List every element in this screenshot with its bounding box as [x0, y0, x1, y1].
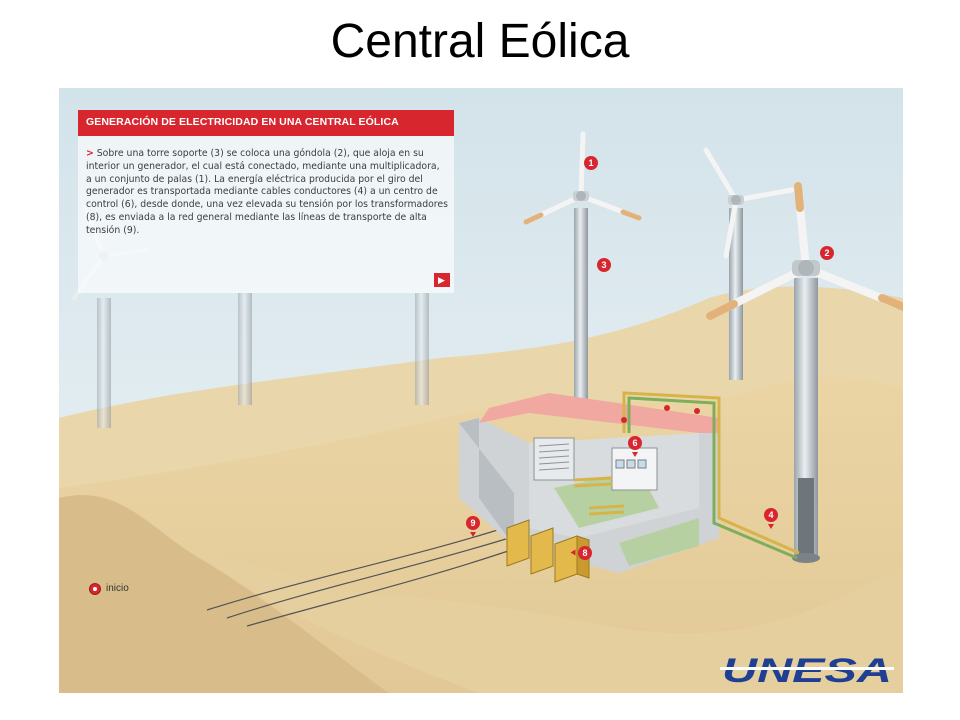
- wind-farm-illustration: [59, 88, 903, 693]
- turbine-2: [703, 147, 795, 380]
- info-panel-header: GENERACIÓN DE ELECTRICIDAD EN UNA CENTRA…: [78, 110, 454, 136]
- left-dune: [59, 495, 389, 693]
- next-button[interactable]: ▶: [434, 273, 450, 287]
- marker-2[interactable]: 2: [820, 246, 834, 260]
- svg-text:UNESA: UNESA: [722, 652, 892, 688]
- marker-9[interactable]: 9: [466, 516, 480, 530]
- info-panel: GENERACIÓN DE ELECTRICIDAD EN UNA CENTRA…: [78, 110, 454, 293]
- marker-6[interactable]: 6: [628, 436, 642, 450]
- marker-6-pointer: [632, 452, 638, 457]
- unesa-logo: UNESA: [716, 652, 898, 690]
- foreground-sand: [189, 548, 903, 693]
- transformers: [506, 519, 590, 583]
- description-text: Sobre una torre soporte (3) se coloca un…: [86, 148, 448, 236]
- marker-4[interactable]: 4: [764, 508, 778, 522]
- slide-title: Central Eólica: [330, 15, 630, 68]
- marker-1[interactable]: 1: [584, 156, 598, 170]
- conductor-cable: [622, 391, 800, 560]
- info-panel-title: GENERACIÓN DE ELECTRICIDAD EN UNA CENTRA…: [86, 116, 399, 128]
- start-dot-icon[interactable]: [89, 583, 101, 595]
- marker-9-pointer: [470, 532, 476, 537]
- legend-label: inicio: [106, 583, 129, 594]
- marker-8[interactable]: 8: [578, 546, 592, 560]
- play-icon: ▶: [438, 275, 445, 285]
- turbine-main: [706, 182, 903, 563]
- marker-4-pointer: [768, 524, 774, 529]
- transmission-lines: [206, 527, 518, 627]
- turbine-1: [523, 131, 642, 406]
- info-panel-text: > Sobre una torre soporte (3) se coloca …: [86, 148, 448, 238]
- marker-8-pointer: [570, 549, 576, 556]
- bullet-arrow: >: [86, 148, 94, 159]
- marker-3[interactable]: 3: [597, 258, 611, 272]
